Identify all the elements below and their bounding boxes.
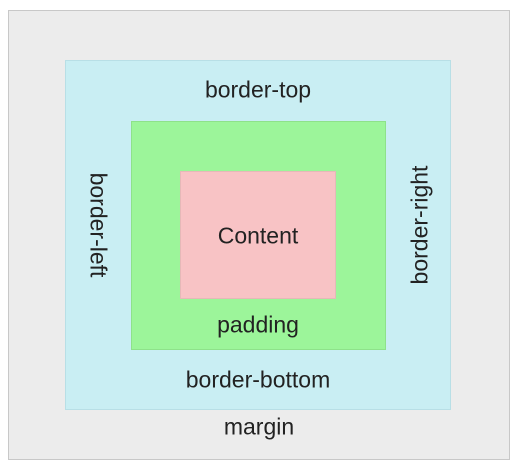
margin-label: margin	[223, 413, 295, 440]
padding-label: padding	[217, 311, 299, 338]
box-model-diagram: border-top border-left border-right Cont…	[8, 10, 510, 460]
border-top-label: border-top	[204, 76, 312, 103]
border-left-label: border-left	[85, 172, 112, 278]
content-label: Content	[217, 222, 299, 249]
border-bottom-label: border-bottom	[185, 366, 331, 393]
border-right-label: border-right	[406, 165, 433, 285]
content-area	[180, 171, 336, 299]
